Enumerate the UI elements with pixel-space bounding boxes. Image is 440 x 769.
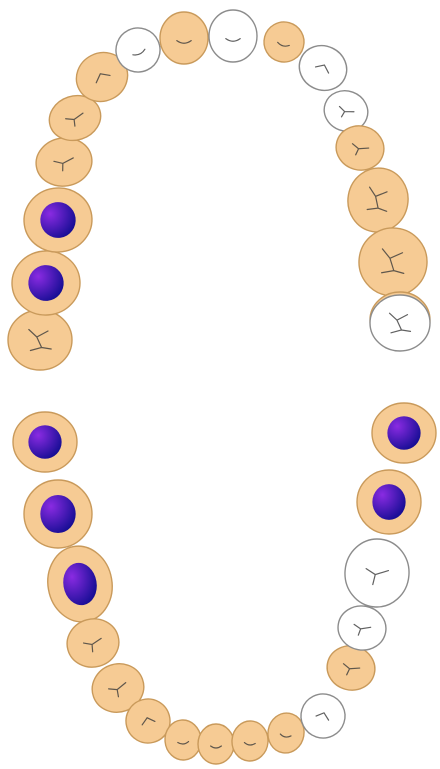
tooth-u-r1[interactable] <box>8 310 72 370</box>
tooth-u-l2[interactable] <box>356 225 431 300</box>
tooth-l-l1[interactable] <box>372 403 436 463</box>
tooth-u-r8[interactable] <box>160 12 208 64</box>
tooth-u-r3[interactable] <box>20 184 96 257</box>
tooth-u-l0[interactable] <box>370 295 430 351</box>
tooth-crown <box>160 12 208 64</box>
tooth-l-r3[interactable] <box>42 541 118 627</box>
treatment-marker <box>387 416 420 450</box>
treatment-marker <box>372 484 405 520</box>
tooth-l-l2[interactable] <box>357 470 421 534</box>
tooth-crown <box>370 295 430 351</box>
treatment-marker <box>40 495 75 533</box>
tooth-u-l8[interactable] <box>209 10 257 62</box>
tooth-crown <box>342 536 412 609</box>
tooth-u-r2[interactable] <box>9 248 82 318</box>
tooth-crown <box>343 163 413 236</box>
tooth-l-r2[interactable] <box>24 480 92 548</box>
treatment-marker <box>28 425 61 459</box>
tooth-crown <box>209 10 257 62</box>
tooth-u-l3[interactable] <box>343 163 413 236</box>
tooth-crown <box>356 225 431 300</box>
tooth-l-l3[interactable] <box>342 536 412 609</box>
tooth-crown <box>32 134 95 191</box>
tooth-l-l8[interactable] <box>230 720 269 763</box>
tooth-crown <box>335 602 390 654</box>
tooth-u-r4[interactable] <box>32 134 95 191</box>
tooth-crown <box>8 310 72 370</box>
upper-arch <box>8 10 430 370</box>
lower-arch <box>13 403 436 764</box>
tooth-crown <box>198 724 234 764</box>
tooth-l-r8[interactable] <box>198 724 234 764</box>
tooth-l-l4[interactable] <box>335 602 390 654</box>
tooth-l-r1[interactable] <box>13 412 77 472</box>
tooth-crown <box>230 720 269 763</box>
